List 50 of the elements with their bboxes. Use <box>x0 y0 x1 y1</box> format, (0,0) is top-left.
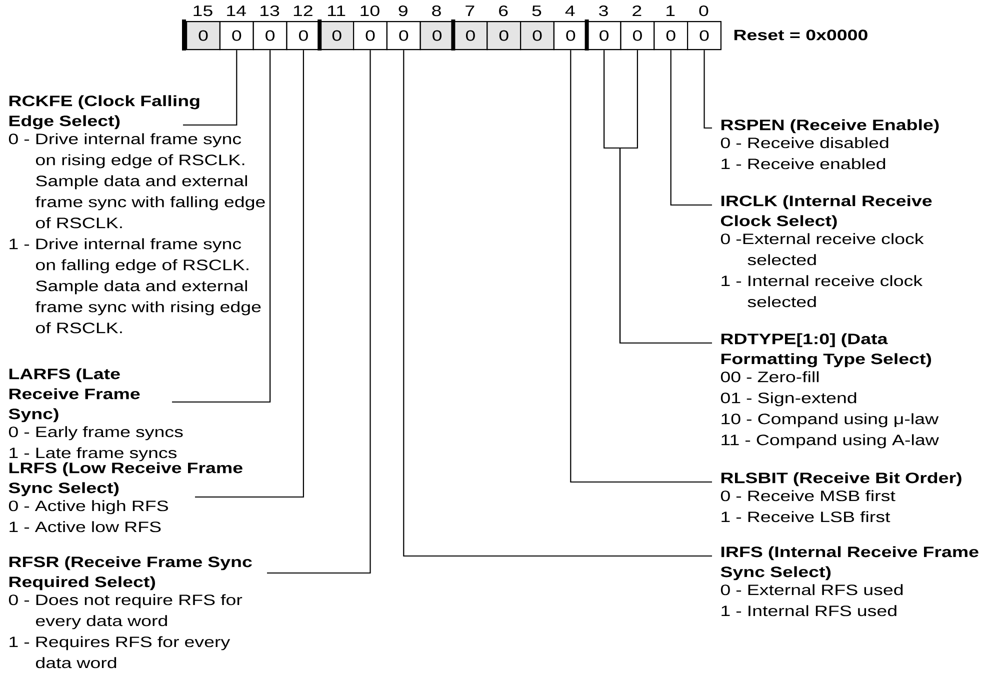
bit-number: 2 <box>632 6 642 16</box>
field-description: RFSR (Receive Frame Sync Required Select) 0 - Does not require RFS for every data word 1 - Requires RFS for every data word <box>8 556 252 668</box>
bit-cell: 0 <box>654 21 688 50</box>
bit-cell: 0 <box>520 21 554 50</box>
bit-number: 11 <box>328 6 346 16</box>
leader-line <box>183 50 238 126</box>
bit-number: 12 <box>294 6 312 16</box>
bit-cell: 0 <box>286 21 321 50</box>
field-description: LRFS (Low Receive Frame Sync Select) 0 - Active high RFS 1 - Active low RFS <box>8 462 242 532</box>
bit-cell: 0 <box>486 21 522 50</box>
bit-cell: 0 <box>353 21 388 50</box>
leader-line <box>195 50 304 498</box>
bit-number: 1 <box>666 6 675 16</box>
bit-number: 15 <box>194 6 212 16</box>
bit-number: 0 <box>699 6 708 16</box>
bit-cell: 0 <box>620 21 655 50</box>
bit-cell: 0 <box>186 21 221 50</box>
field-description: LARFS (Late Receive Frame Sync) 0 - Early frame syncs 1 - Late frame syncs <box>8 368 183 462</box>
bit-number: 10 <box>360 6 380 16</box>
bit-number: 3 <box>599 6 608 16</box>
leader-line <box>267 50 371 574</box>
field-description: RLSBIT (Receive Bit Order) 0 - Receive MSB first 1 - Receive LSB first <box>720 472 962 522</box>
bit-number: 5 <box>532 6 542 16</box>
leader-line <box>403 50 712 557</box>
bit-number: 6 <box>499 6 508 16</box>
leader-line <box>670 50 712 206</box>
bit-number: 14 <box>227 6 246 16</box>
bit-cell: 0 <box>420 21 454 50</box>
bit-cell: 0 <box>320 21 354 50</box>
bit-cell: 0 <box>586 21 622 50</box>
field-description: IRFS (Internal Receive Frame Sync Select) 0 - External RFS used 1 - Internal RFS used <box>720 546 978 616</box>
leader-line <box>570 50 712 483</box>
leader-line <box>704 50 712 129</box>
bit-cell: 0 <box>219 21 254 50</box>
reset-value: Reset = 0x0000 <box>734 30 868 40</box>
bit-number: 7 <box>466 6 474 16</box>
leader-line <box>172 50 271 403</box>
field-description: RSPEN (Receive Enable) 0 - Receive disabled 1 - Receive enabled <box>720 119 939 170</box>
bit-cell: 0 <box>252 21 288 50</box>
bit-cell: 0 <box>687 21 722 50</box>
bit-cell: 0 <box>386 21 421 50</box>
field-description: IRCLK (Internal Receive Clock Select) 0 -External receive clock selected 1 - Internal receive clock selected <box>720 195 932 308</box>
bit-cell: 0 <box>453 21 488 50</box>
field-description: RDTYPE[1:0] (Data Formatting Type Select) 00 - Zero-fill 01 - Sign-extend 10 - Compand using μ-law 11 - Compand using A-law <box>720 333 939 448</box>
bit-number: 9 <box>398 6 408 16</box>
bit-number: 8 <box>432 6 441 16</box>
bit-cell: 0 <box>553 21 588 50</box>
bit-number: 13 <box>260 6 280 16</box>
bit-number: 4 <box>565 6 575 16</box>
field-description: RCKFE (Clock Falling Edge Select) 0 - Drive internal frame sync on rising edge of RSCLK. Sample data and external frame sync with falling edge of RSCLK. 1 - Drive internal frame sync on falling edge of RSCLK. Sample data and external frame sync with rising edge of RSCLK. <box>8 95 265 334</box>
